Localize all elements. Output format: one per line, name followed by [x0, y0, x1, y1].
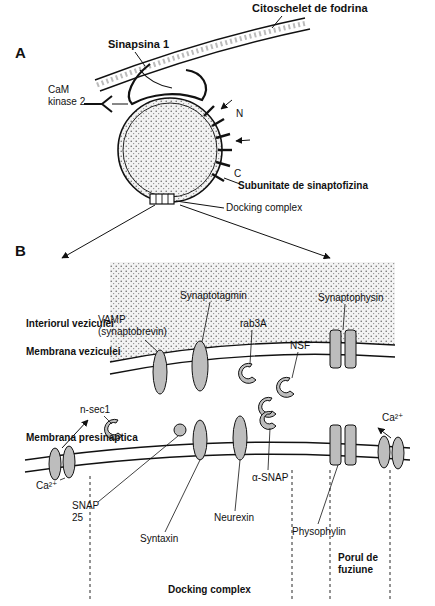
physophylin-protein [330, 425, 341, 465]
dashed-divider [390, 470, 391, 602]
leader-line [343, 304, 345, 330]
ion-label: Ca²⁺ [382, 412, 403, 424]
vesicle-membrane [123, 103, 217, 197]
pointer-arrow [236, 140, 250, 141]
leader-line [268, 428, 270, 470]
ion-label: Ca²⁺ [36, 480, 57, 492]
alpha-snap-protein [260, 411, 276, 429]
protein-label: Syntaxin [140, 533, 178, 545]
pointer-arrow [221, 100, 232, 109]
fodrin-edge [95, 18, 305, 80]
docking-complex-lines [156, 194, 168, 204]
leader-line [292, 352, 298, 378]
panel-a [62, 16, 330, 258]
neurexin-protein [233, 416, 247, 460]
calcium-arrow [378, 428, 391, 438]
leader-line [145, 340, 158, 352]
synaptophysin-protein [330, 330, 341, 368]
nsf-protein [277, 377, 294, 397]
snap25-protein [174, 424, 186, 436]
leader-line [202, 302, 210, 342]
subunit [216, 134, 230, 138]
leader-line [250, 330, 252, 364]
subunit [212, 119, 224, 126]
synaptophysin-subunits [204, 106, 232, 181]
protein-label: Synaptophysin [318, 292, 384, 304]
fodrin-hatch [97, 23, 307, 85]
subunit [216, 162, 230, 166]
subunit [212, 174, 224, 181]
structure-label: Docking complex [226, 202, 302, 214]
panel-letter: A [15, 44, 26, 61]
syntaxin-protein [193, 420, 207, 460]
leader-line [104, 416, 112, 424]
calcium-channel [378, 436, 390, 468]
synaptotagmin-protein [192, 341, 208, 391]
leader-line [318, 465, 338, 524]
calcium-channel [63, 446, 75, 478]
synapsin-loop [129, 64, 206, 104]
vamp-protein [153, 350, 167, 394]
synaptic-vesicle [118, 98, 222, 202]
leader-line [112, 104, 128, 105]
region-label: Membrana presinaptica [26, 432, 138, 444]
protein-label: SNAP 25 [72, 500, 106, 523]
protein-label: Neurexin [214, 512, 254, 524]
leader-line [60, 478, 65, 480]
structure-label: Citoschelet de fodrina [252, 2, 368, 15]
protein-label: Sinapsina 1 [108, 38, 169, 51]
leader-line [176, 201, 224, 208]
region-dividers [90, 470, 390, 602]
region-label: Porul de fuziune [338, 552, 382, 575]
rab3a-protein [239, 363, 256, 383]
docking-complex-symbol [150, 194, 174, 204]
terminus-label: C [234, 168, 241, 180]
region-label: Membrana veziculei [26, 346, 120, 358]
region-label: Docking complex [168, 584, 251, 596]
subunit [204, 106, 214, 116]
protein-label: NSF [290, 340, 310, 352]
leader-line [272, 16, 282, 28]
protein-label: n-sec1 [80, 404, 110, 416]
dashed-divider [90, 476, 91, 602]
calcium-channel [392, 437, 404, 469]
protein-label: rab3A [240, 318, 267, 330]
panel-letter: B [15, 242, 26, 259]
protein-label: Synaptotagmin [180, 290, 247, 302]
protein-label: CaM kinase 2 [48, 84, 92, 107]
physophylin-protein [345, 425, 356, 465]
subunit [218, 149, 232, 151]
cam-kinase-symbol [84, 96, 112, 112]
synapsin-tail [140, 70, 172, 88]
terminus-label: N [236, 108, 243, 120]
calcium-channel [49, 448, 61, 480]
protein-label: α-SNAP [252, 472, 288, 484]
leader-line [135, 52, 145, 66]
zoom-arrow [62, 205, 155, 258]
leader-lines [60, 302, 345, 532]
structure-label: Subunitate de sinaptofizina [238, 180, 368, 192]
protein-label: Physophylin [292, 526, 346, 538]
leader-line [98, 436, 178, 502]
protein-label: VAMP (synaptobrevin) [98, 314, 182, 337]
panel-b [25, 262, 410, 602]
leader-line [235, 460, 240, 511]
synaptophysin-protein [345, 330, 356, 368]
leader-line [165, 460, 200, 532]
